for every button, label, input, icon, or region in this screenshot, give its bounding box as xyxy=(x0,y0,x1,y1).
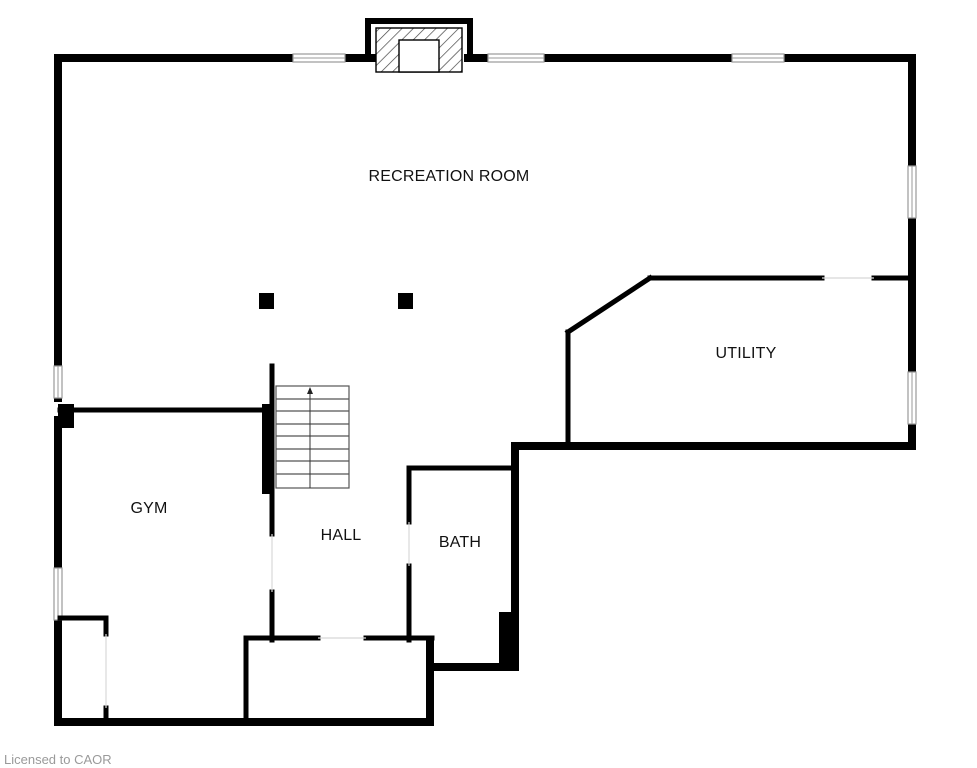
label-gym: GYM xyxy=(130,500,167,517)
license-watermark: Licensed to CAOR xyxy=(4,752,112,767)
wall-blocks xyxy=(58,404,517,670)
label-hall: HALL xyxy=(321,527,362,544)
stair-direction-arrow-icon xyxy=(307,387,313,394)
windows xyxy=(53,53,917,621)
support-columns xyxy=(259,293,413,309)
label-recreation-room: RECREATION ROOM xyxy=(369,168,530,185)
interior-walls xyxy=(57,274,913,725)
fireplace xyxy=(365,18,473,73)
label-utility: UTILITY xyxy=(716,345,777,362)
label-bath: BATH xyxy=(439,534,481,551)
staircase xyxy=(275,385,350,489)
door-openings xyxy=(105,277,874,708)
exterior-walls xyxy=(54,54,916,726)
